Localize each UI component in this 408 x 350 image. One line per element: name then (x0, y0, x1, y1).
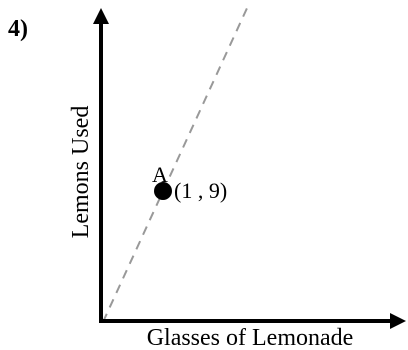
point-a-marker (154, 182, 172, 200)
point-a-label: A (152, 162, 168, 187)
y-axis-label: Lemons Used (68, 106, 94, 239)
point-a-coordinates: (1 , 9) (174, 178, 227, 203)
problem-number: 4) (8, 16, 28, 42)
proportional-line (102, 5, 249, 323)
x-axis-label: Glasses of Lemonade (147, 325, 354, 350)
